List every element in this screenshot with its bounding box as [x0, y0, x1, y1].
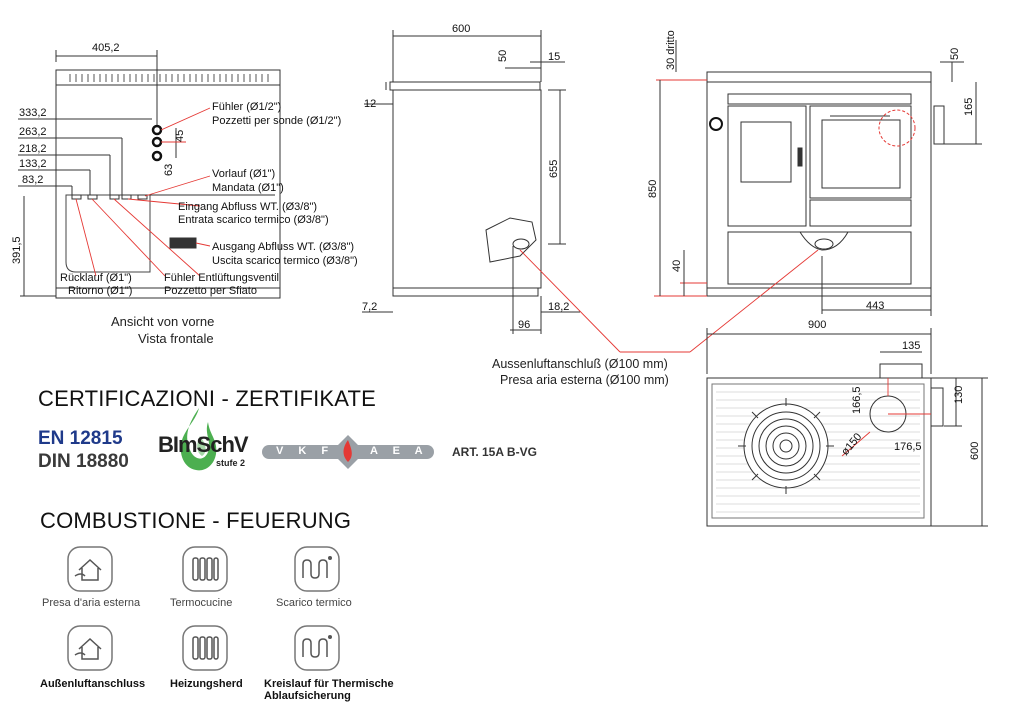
dim-small-45: 45: [174, 130, 186, 142]
combustion-heading: COMBUSTIONE - FEUERUNG: [40, 508, 352, 533]
callout-outlet-de: Ausgang Abfluss WT. (Ø3/8"): [212, 241, 354, 253]
coil-icon-2: [294, 625, 340, 671]
radiator-icon-2: [182, 625, 228, 671]
icon-label-intake-de: Außenluftanschluss: [40, 678, 146, 690]
front-view: [18, 50, 281, 299]
air-intake-label-it: Presa aria esterna (Ø100 mm): [500, 373, 669, 387]
sensor-well-2: [151, 136, 163, 148]
icon-label-coil-it: Scarico termico: [276, 597, 352, 609]
icon-label-radiator-it: Termocucine: [170, 597, 233, 609]
dim-side-top-b: 15: [548, 51, 560, 63]
dim-side-width: 600: [452, 23, 470, 35]
dim-side-duct: 96: [518, 319, 530, 331]
dim-side-bottom-left: 7,2: [362, 301, 377, 313]
callout-vent-de: Fühler Entlüftungsventil: [164, 272, 279, 284]
dim-top-hole-y: 166,5: [851, 386, 863, 414]
dim-stove-right-side: 165: [963, 98, 975, 116]
top-view: [706, 328, 988, 527]
callout-inlet-de: Eingang Abfluss WT. (Ø3/8"): [178, 201, 317, 213]
coil-icon: [294, 546, 340, 592]
callout-return-it: Ritorno (Ø1"): [68, 285, 132, 297]
vkf-left-text: V K F: [276, 445, 335, 457]
icon-label-radiator-de: Heizungsherd: [170, 678, 243, 690]
sensor-well-1: [151, 124, 163, 136]
vent-grille: [69, 74, 269, 82]
dim-side-top-a: 50: [497, 50, 509, 62]
dim-stove-height: 850: [647, 180, 659, 198]
callout-inlet-it: Entrata scarico termico (Ø3/8"): [178, 214, 329, 226]
dim-side-left-top: 12: [364, 98, 376, 110]
air-intake-label-de: Aussenluftanschluß (Ø100 mm): [492, 357, 668, 371]
bimsch-logo: BImSchV stufe 2: [156, 406, 256, 474]
front-view-caption-de: Ansicht von vorne: [111, 314, 215, 329]
cert-en-12815: EN 12815: [38, 428, 123, 449]
side-view: [362, 30, 580, 334]
dim-top-chimney-side: 130: [953, 386, 965, 404]
vkf-aeai-logo: V K F A E A I: [262, 434, 440, 470]
diamond-flame-icon: [331, 435, 365, 469]
dim-side-bottom-right: 18,2: [548, 301, 569, 313]
front-view-caption-it: Vista frontale: [138, 331, 214, 346]
dim-side-height: 655: [548, 160, 560, 178]
dim-small-63: 63: [163, 164, 175, 176]
certifications-heading: CERTIFICAZIONI - ZERTIFIKATE: [38, 386, 377, 411]
dim-h2: 263,2: [19, 126, 47, 138]
cert-din-18880: DIN 18880: [38, 451, 129, 472]
dim-h3: 218,2: [19, 143, 47, 155]
callout-flow-de: Vorlauf (Ø1"): [212, 168, 275, 180]
callout-vent-it: Pozzetto per Sfiato: [164, 285, 257, 297]
callout-return-de: Rücklauf (Ø1"): [60, 272, 132, 284]
dim-top-chimney: 135: [902, 340, 920, 352]
dim-stove-right-top: 50: [949, 48, 961, 60]
callout-outlet-it: Uscita scarico termico (Ø3/8"): [212, 255, 358, 267]
callout-flow-it: Mandata (Ø1"): [212, 182, 284, 194]
dim-total-height: 391,5: [11, 236, 23, 264]
dim-stove-bottom: 40: [671, 260, 683, 272]
dim-top-hole-x: 176,5: [894, 441, 922, 453]
dim-h1: 333,2: [19, 107, 47, 119]
bimsch-text: BImSchV: [158, 432, 249, 457]
stove-front-view: [654, 40, 982, 316]
dim-stove-top: 30 dritto: [665, 30, 677, 70]
bimsch-stage: stufe 2: [216, 458, 246, 468]
radiator-icon: [182, 546, 228, 592]
dim-stove-duct-offset: 443: [866, 300, 884, 312]
dim-top-width: 900: [808, 319, 826, 331]
callout-sensor-it: Pozzetti per sonde (Ø1/2"): [212, 115, 341, 127]
house-intake-icon-2: [67, 625, 113, 671]
hotplate: [738, 398, 834, 494]
dim-front-width: 405,2: [92, 42, 120, 54]
dim-h5: 83,2: [22, 174, 43, 186]
air-intake-leaders: [519, 249, 819, 353]
dim-top-depth: 600: [969, 442, 981, 460]
vkf-right-text: A E A I: [370, 445, 447, 457]
dim-top-diameter: ø150: [839, 431, 864, 458]
house-intake-icon: [67, 546, 113, 592]
icon-label-coil-de: Kreislauf für Thermische Ablaufsicherung: [264, 678, 394, 702]
dim-h4: 133,2: [19, 158, 47, 170]
cert-art-15a: ART. 15A B-VG: [452, 445, 537, 459]
sensor-well-3: [151, 150, 163, 162]
callout-sensor-de: Fühler (Ø1/2"): [212, 101, 281, 113]
icon-label-intake-it: Presa d'aria esterna: [42, 597, 141, 609]
flame-icon: [180, 408, 217, 471]
